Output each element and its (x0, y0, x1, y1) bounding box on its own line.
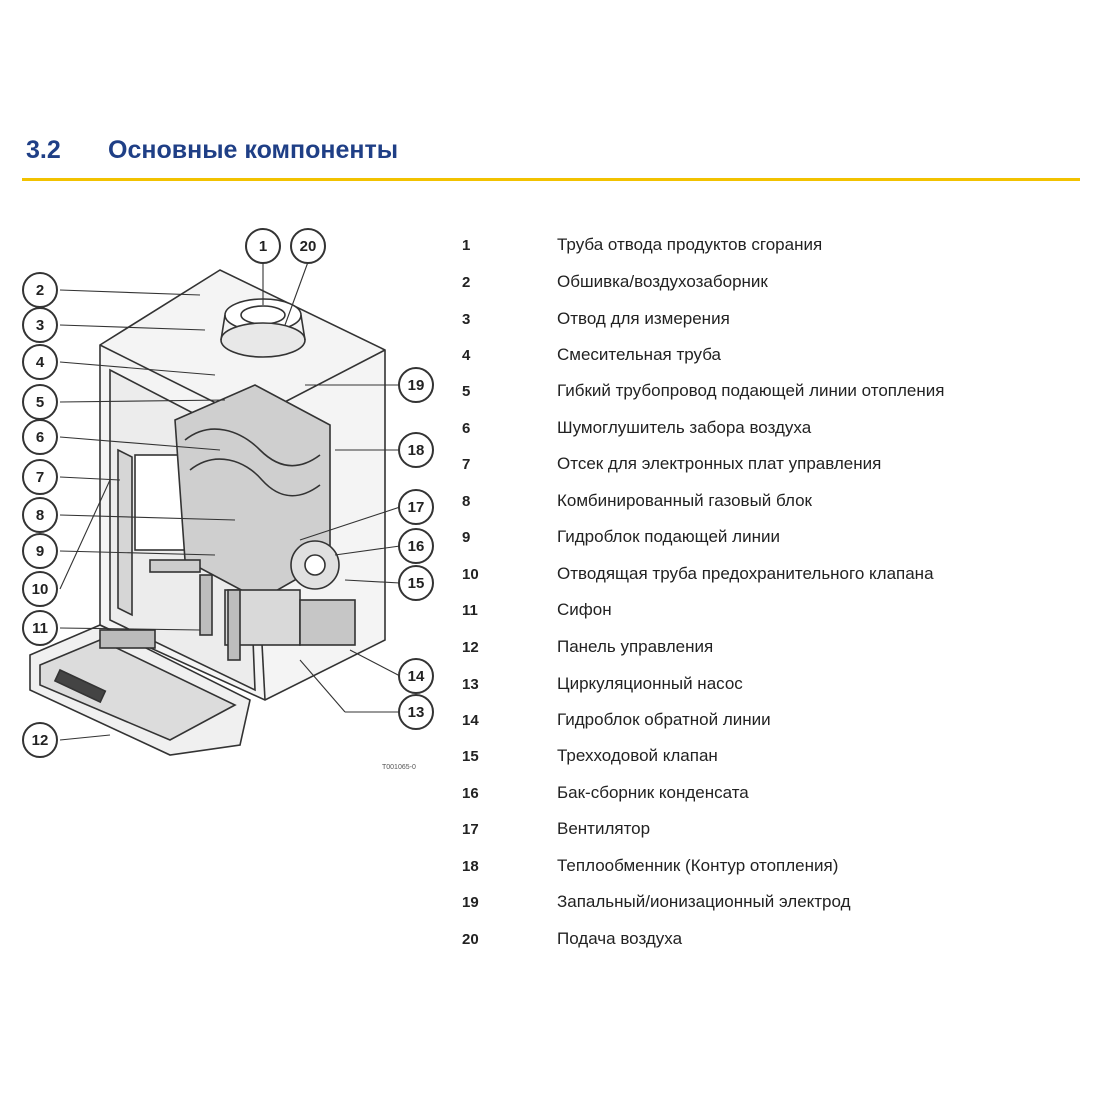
legend-number: 12 (462, 638, 479, 656)
legend-number: 5 (462, 382, 471, 400)
callout-10: 10 (22, 571, 58, 607)
boiler-diagram: 1 20 2 3 4 5 6 7 8 9 10 11 12 19 18 17 1… (0, 0, 460, 800)
section-title: Основные компоненты (108, 136, 399, 164)
legend-number: 18 (462, 857, 479, 875)
legend-number: 14 (462, 711, 479, 729)
legend-label: Панель управления (557, 637, 714, 656)
legend-row: 2 Обшивка/воздухозаборник (462, 267, 768, 297)
legend-label: Подача воздуха (557, 929, 683, 948)
callout-4: 4 (22, 344, 58, 380)
section-heading: 3.2 Основные компоненты (26, 136, 398, 165)
legend-row: 11 Сифон (462, 595, 612, 625)
legend-row: 5 Гибкий трубопровод подающей линии отопл… (462, 376, 944, 406)
legend-label: Бак-сборник конденсата (557, 783, 749, 802)
legend-row: 3 Отвод для измерения (462, 304, 730, 334)
legend-number: 20 (462, 930, 479, 948)
legend-row: 18 Теплообменник (Контур отопления) (462, 851, 838, 881)
legend-label: Смесительная труба (557, 345, 721, 364)
section-number: 3.2 (26, 136, 61, 164)
legend-label: Гибкий трубопровод подающей линии отопле… (557, 381, 945, 400)
legend-number: 10 (462, 565, 479, 583)
callout-15: 15 (398, 565, 434, 601)
callout-16: 16 (398, 528, 434, 564)
legend-number: 15 (462, 747, 479, 765)
legend-number: 17 (462, 820, 479, 838)
legend-number: 11 (462, 601, 478, 619)
callout-14: 14 (398, 658, 434, 694)
legend-row: 10 Отводящая труба предохранительного кла… (462, 559, 934, 589)
legend-label: Шумоглушитель забора воздуха (557, 418, 812, 437)
legend-row: 7 Отсек для электронных плат управления (462, 449, 881, 479)
legend-label: Гидроблок подающей линии (557, 527, 780, 546)
heading-rule (22, 178, 1080, 181)
callout-13: 13 (398, 694, 434, 730)
legend-row: 8 Комбинированный газовый блок (462, 486, 812, 516)
legend-row: 6 Шумоглушитель забора воздуха (462, 413, 811, 443)
legend-row: 15 Трехходовой клапан (462, 741, 718, 771)
callout-20: 20 (290, 228, 326, 264)
legend-label: Трехходовой клапан (557, 746, 718, 765)
legend-number: 9 (462, 528, 471, 546)
legend-label: Вентилятор (557, 819, 651, 838)
legend-label: Запальный/ионизационный электрод (557, 892, 851, 911)
callout-2: 2 (22, 272, 58, 308)
legend-label: Циркуляционный насос (557, 674, 743, 693)
legend-label: Комбинированный газовый блок (557, 491, 812, 510)
callout-3: 3 (22, 307, 58, 343)
boiler-drawing (29, 261, 401, 756)
callout-6: 6 (22, 419, 58, 455)
legend-row: 16 Бак-сборник конденсата (462, 778, 749, 808)
drawing-code: T001065-0 (382, 764, 416, 771)
legend-number: 13 (462, 675, 479, 693)
legend-row: 4 Смесительная труба (462, 340, 721, 370)
legend-row: 12 Панель управления (462, 632, 713, 662)
legend-number: 19 (462, 893, 479, 911)
legend-row: 1 Труба отвода продуктов сгорания (462, 230, 822, 260)
legend-row: 13 Циркуляционный насос (462, 669, 743, 699)
callout-5: 5 (22, 384, 58, 420)
legend-number: 4 (462, 346, 471, 364)
callout-8: 8 (22, 497, 58, 533)
callout-17: 17 (398, 489, 434, 525)
legend-number: 16 (462, 784, 479, 802)
callout-19: 19 (398, 367, 434, 403)
legend-row: 14 Гидроблок обратной линии (462, 705, 771, 735)
legend-label: Сифон (557, 600, 612, 619)
callout-11: 11 (22, 610, 58, 646)
callout-18: 18 (398, 432, 434, 468)
legend-number: 6 (462, 419, 471, 437)
legend-number: 3 (462, 310, 471, 328)
legend-label: Обшивка/воздухозаборник (557, 272, 768, 291)
legend-number: 1 (462, 236, 471, 254)
legend-row: 9 Гидроблок подающей линии (462, 522, 780, 552)
callout-7: 7 (22, 459, 58, 495)
legend-label: Отвод для измерения (557, 309, 730, 328)
callout-9: 9 (22, 533, 58, 569)
legend-row: 20 Подача воздуха (462, 924, 682, 954)
legend-number: 2 (462, 273, 471, 291)
legend-label: Гидроблок обратной линии (557, 710, 771, 729)
legend-number: 7 (462, 455, 471, 473)
legend-label: Отводящая труба предохранительного клапа… (557, 564, 934, 583)
legend-row: 17 Вентилятор (462, 814, 650, 844)
legend-label: Труба отвода продуктов сгорания (557, 235, 823, 254)
legend-label: Теплообменник (Контур отопления) (557, 856, 839, 875)
legend-label: Отсек для электронных плат управления (557, 454, 882, 473)
callout-12: 12 (22, 722, 58, 758)
legend-row: 19 Запальный/ионизационный электрод (462, 887, 851, 917)
callout-1: 1 (245, 228, 281, 264)
legend-number: 8 (462, 492, 471, 510)
